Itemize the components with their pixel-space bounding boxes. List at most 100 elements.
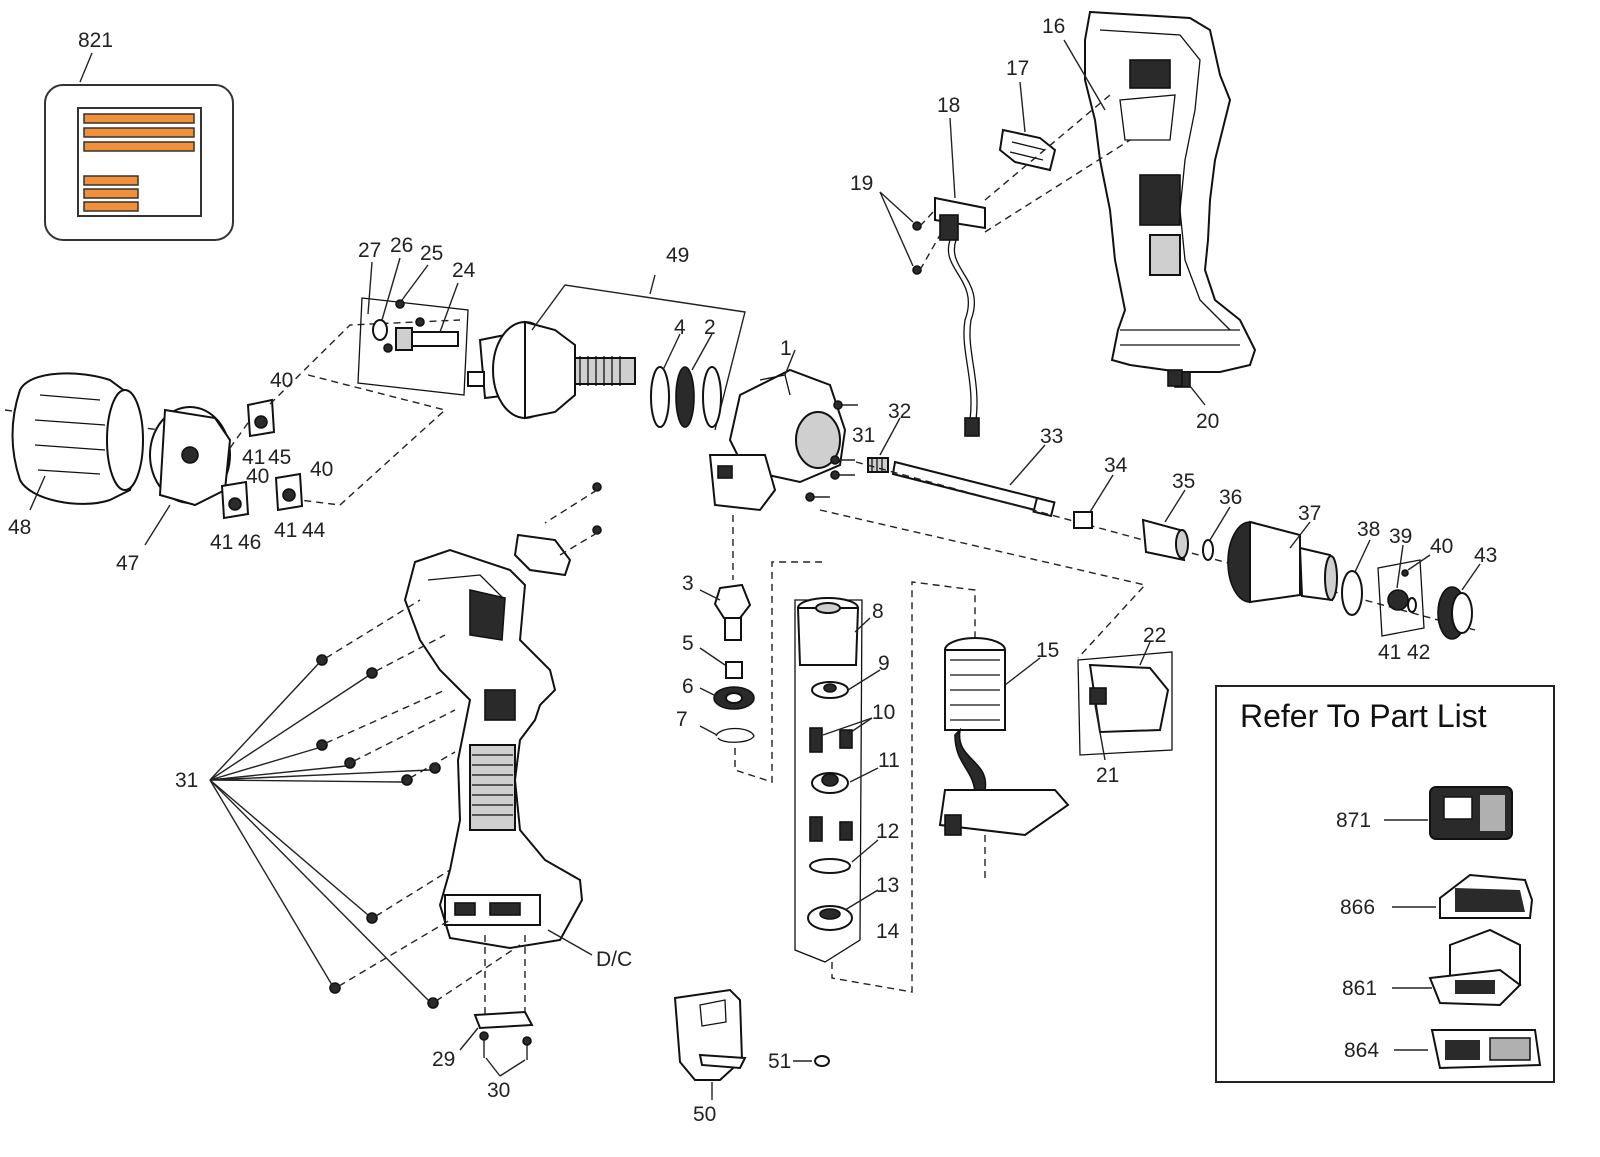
callout-34: 34 [1104,454,1128,477]
callout-37: 37 [1298,502,1321,525]
washer-4 [650,366,670,428]
callout-22: 22 [1143,624,1166,647]
screws-top [592,482,602,535]
battery-866 [1439,873,1534,919]
charger-861 [1428,928,1522,1007]
callout-40-b: 40 [246,465,269,488]
callout-50: 50 [693,1103,716,1126]
part-20 [1167,369,1183,387]
screws-19 [912,221,922,275]
refer-item-861: 861 [1342,977,1377,1000]
o-ring-38 [1341,570,1363,616]
part-34 [1073,511,1093,529]
bracket-left-top [513,533,572,577]
screws-31-handle [316,654,441,1009]
shaft-33 [891,460,1056,518]
callout-7: 7 [676,708,688,731]
callout-40-a: 40 [270,369,293,392]
callout-19: 19 [850,172,873,195]
callout-11: 11 [878,749,900,772]
callout-27: 27 [358,239,381,262]
module-44 [274,472,304,512]
switch-board-18 [934,196,986,437]
callout-36: 36 [1219,486,1242,509]
callout-41-c: 41 [274,519,297,542]
head-housing-1 [708,368,847,512]
callout-35: 35 [1172,470,1195,493]
chuck-sleeve-48 [11,372,144,505]
callout-1: 1 [780,337,792,360]
belt-clip-50 [673,988,747,1081]
parts-3-7 [713,583,755,743]
callout-40-d: 40 [1430,535,1453,558]
group-39-42 [1377,559,1425,637]
module-45 [246,398,276,438]
callout-29: 29 [432,1048,455,1071]
callout-12: 12 [876,820,899,843]
callout-9: 9 [878,652,890,675]
chuck-body-47 [149,406,232,507]
callout-14: 14 [876,920,900,943]
callout-41-d: 41 [1378,641,1401,664]
parts-8-14 [794,597,863,963]
callout-17: 17 [1006,57,1029,80]
refer-item-866: 866 [1340,896,1375,919]
case-864 [1430,1029,1542,1070]
callout-47: 47 [116,552,139,575]
screw-51 [814,1055,830,1067]
module-46 [220,480,250,520]
callout-25: 25 [420,242,443,265]
callout-48: 48 [8,516,31,539]
callout-31-handle: 31 [175,769,198,792]
callout-15: 15 [1036,639,1059,662]
callout-13: 13 [876,874,899,897]
callout-24: 24 [452,259,476,282]
housing-half-left [403,548,584,950]
callout-44: 44 [302,519,326,542]
callout-8: 8 [872,600,884,623]
callout-20: 20 [1196,410,1219,433]
parts-21-22 [1077,651,1173,756]
callout-41-b: 41 [210,531,233,554]
callout-31-head: 31 [852,424,875,447]
washer-2 [675,366,695,428]
washer-36 [1202,539,1214,561]
label-sheet-821 [44,52,234,241]
callout-10: 10 [872,701,895,724]
callout-21: 21 [1096,764,1119,787]
refer-box-title: Refer To Part List [1240,698,1487,734]
callout-3: 3 [682,572,694,595]
part-35 [1141,518,1189,562]
callout-40-c: 40 [310,458,333,481]
callout-42: 42 [1407,641,1430,664]
callout-dc: D/C [596,948,632,971]
battery-871 [1429,786,1513,840]
callout-41-a: 41 [242,446,265,469]
parts-29-30 [473,1010,534,1060]
callout-38: 38 [1357,518,1380,541]
callout-32: 32 [888,400,911,423]
callout-45: 45 [268,446,291,469]
callout-16: 16 [1042,15,1065,38]
collar-37 [1227,520,1338,604]
callout-43: 43 [1474,544,1497,567]
motor-15 [938,637,1070,837]
refer-item-871: 871 [1336,809,1371,832]
housing-half-16 [1084,10,1257,388]
nut-43 [1437,586,1473,640]
shaft-group-24-27 [357,297,469,396]
bracket-17 [998,128,1057,172]
callout-4: 4 [674,316,686,339]
callout-39: 39 [1389,525,1412,548]
callout-51: 51 [768,1050,791,1073]
refer-item-864: 864 [1344,1039,1379,1062]
callout-26: 26 [390,234,413,257]
callout-33: 33 [1040,425,1063,448]
screws-31-head [805,400,858,502]
callout-46: 46 [238,531,261,554]
callout-18: 18 [937,94,960,117]
callout-30: 30 [487,1079,510,1102]
callout-5: 5 [682,632,694,655]
callout-2: 2 [704,316,716,339]
